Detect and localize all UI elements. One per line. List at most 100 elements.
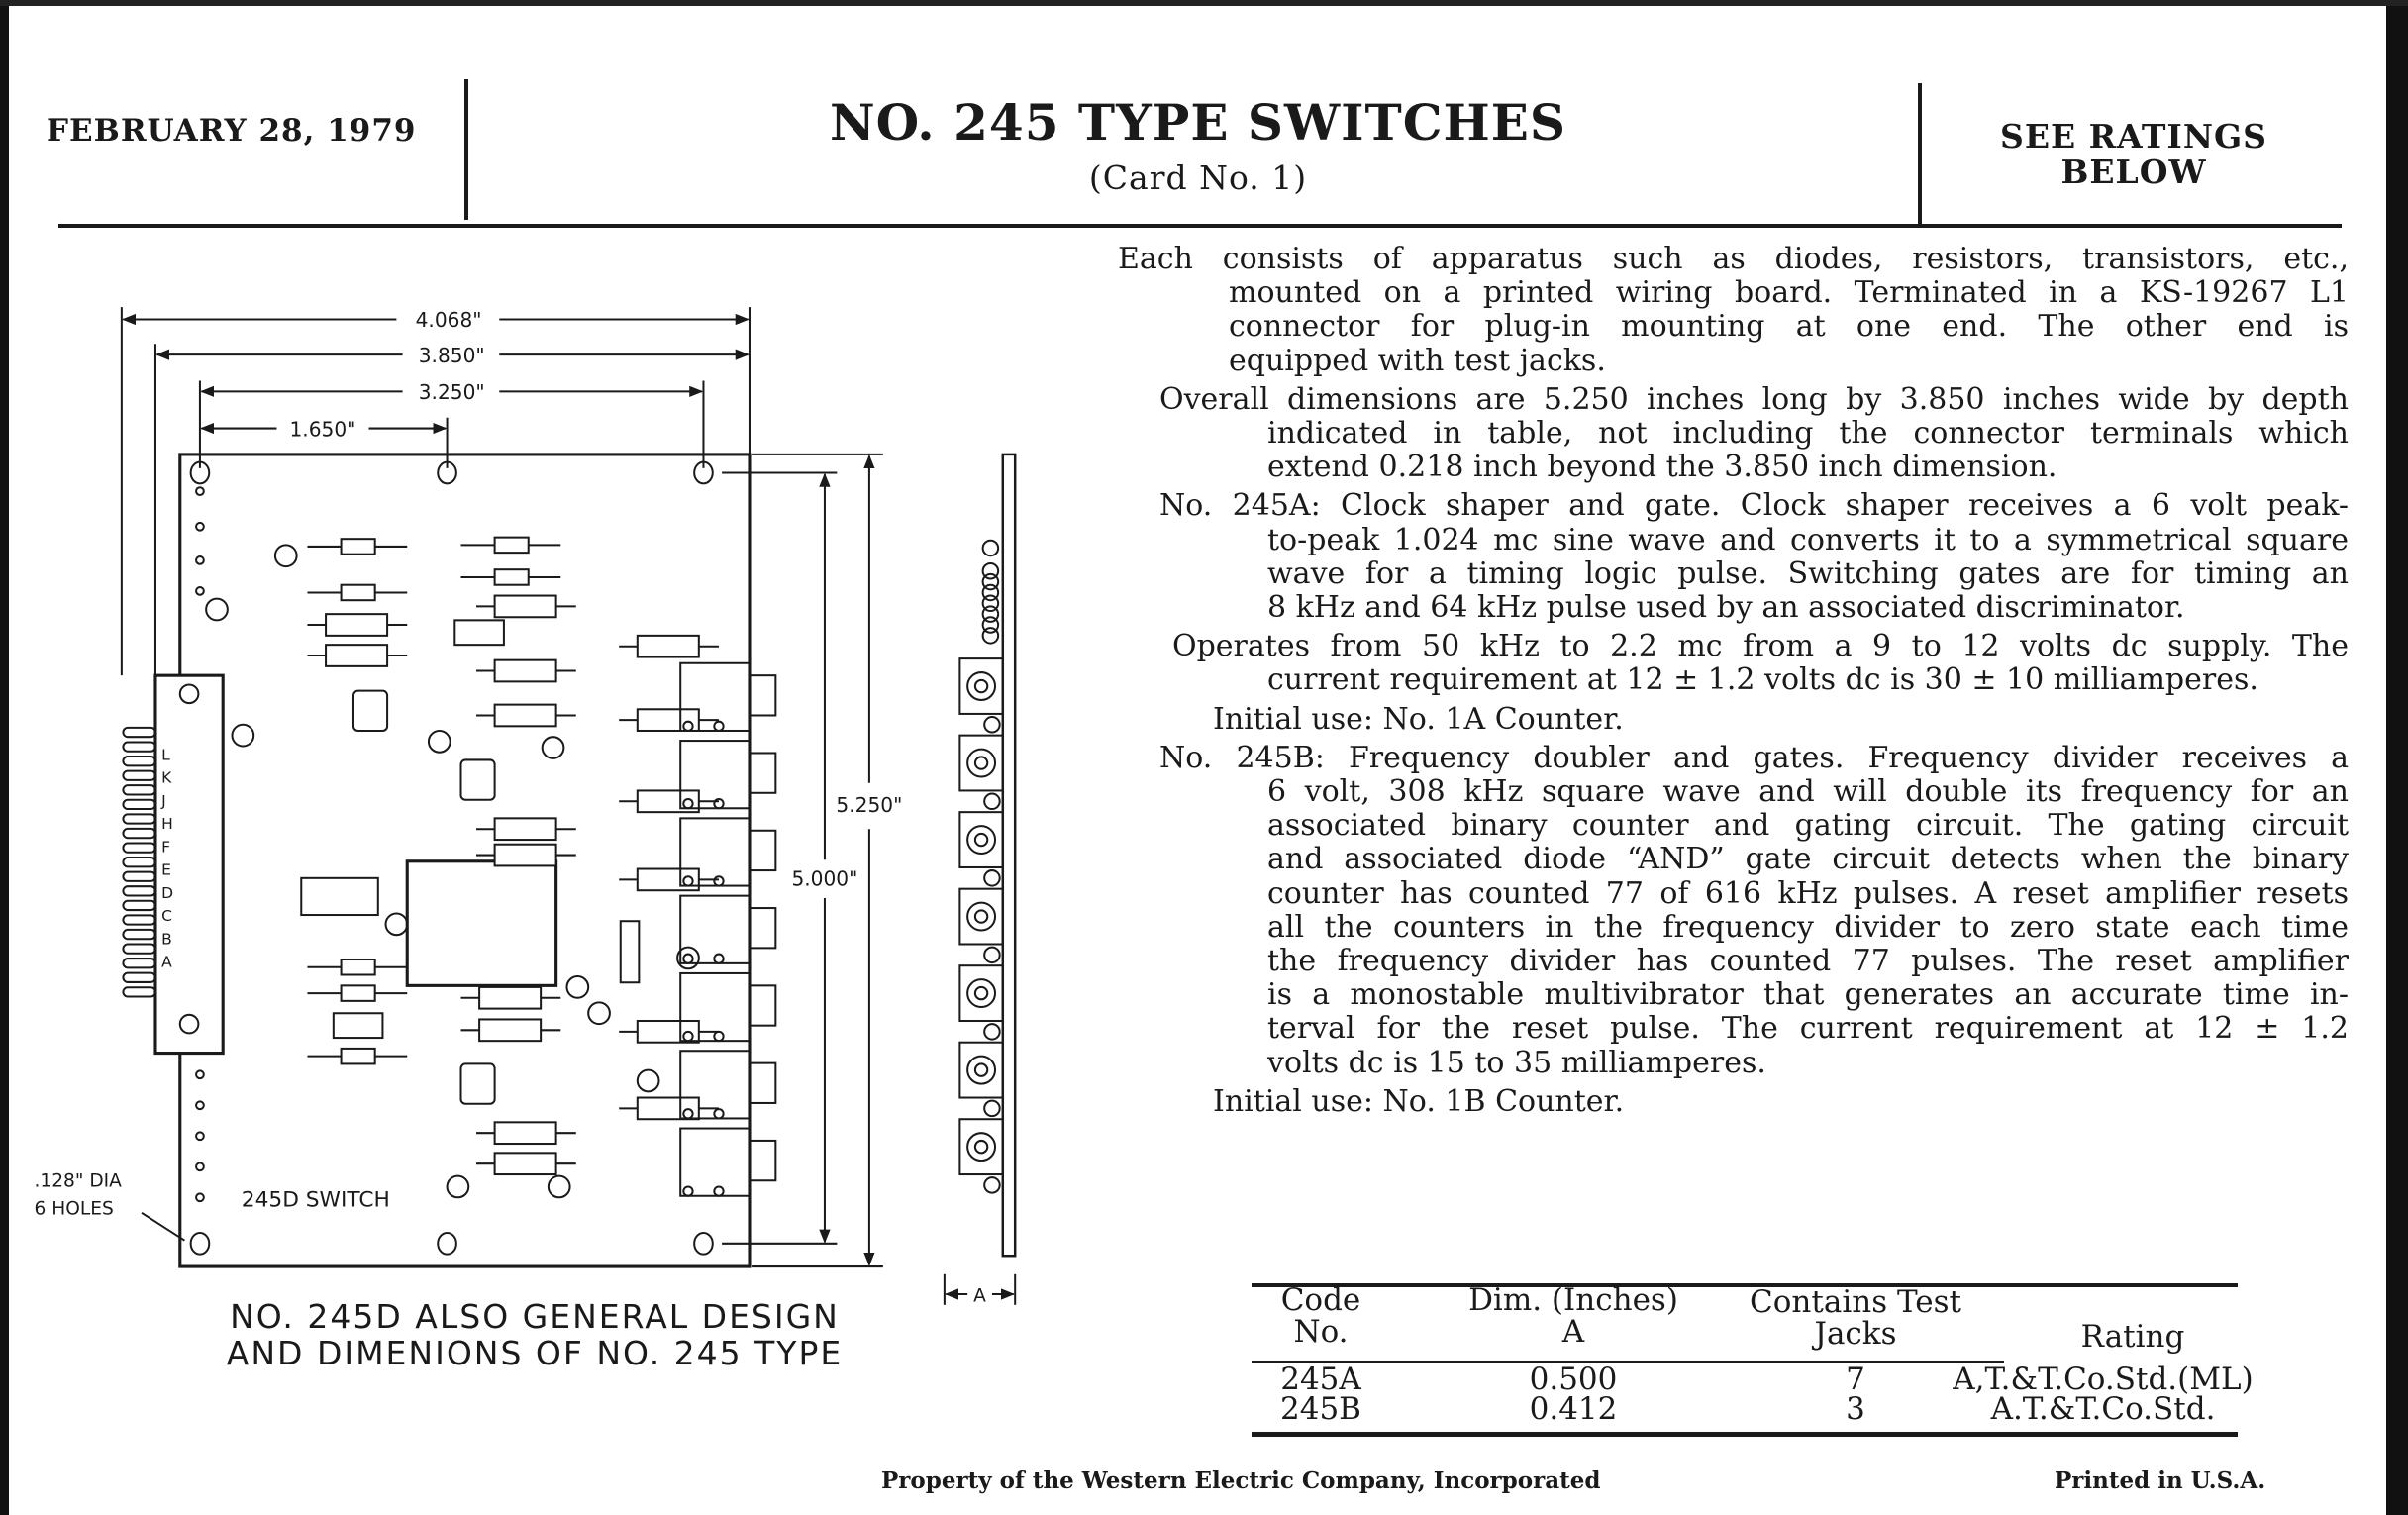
jack-hole [682, 1030, 694, 1043]
dim-label-3250: 3.250" [419, 380, 485, 404]
header-jacks-1: Contains Test [1750, 1284, 1961, 1320]
side-jack-center [973, 985, 989, 1001]
test-point [446, 1174, 470, 1199]
text-line: Operates from 50 kHz to 2.2 mc from a 9 … [1172, 629, 2349, 664]
test-jack-tip [748, 752, 777, 794]
edge-dot [195, 586, 205, 596]
header-dim-2: A [1561, 1314, 1585, 1350]
text-line: mounted on a printed wiring board. Termi… [1229, 275, 2349, 311]
mounting-hole [693, 1231, 714, 1256]
text-line: associated binary counter and gating cir… [1267, 808, 2349, 844]
transistor [459, 758, 496, 801]
issue-date: FEBRUARY 28, 1979 [47, 113, 417, 149]
connector-pin [122, 769, 156, 781]
side-jack [958, 1118, 1004, 1176]
connector-hole-bottom [178, 1013, 200, 1035]
text-line: 8 kHz and 64 kHz pulse used by an associ… [1267, 590, 2185, 626]
paragraph-general: Each consists of apparatus such as diode… [1118, 242, 2349, 378]
side-jack-center [973, 909, 989, 924]
test-jack-tip [748, 1139, 777, 1182]
side-component [981, 561, 1000, 580]
text-line: is a monostable multivibrator that gener… [1267, 977, 2349, 1013]
mounting-hole [189, 460, 211, 485]
scan-edge-right [2386, 0, 2408, 1515]
pin-letter: B [161, 930, 172, 948]
test-point [565, 975, 590, 999]
resistor [619, 920, 641, 984]
ratings-line-2: BELOW [2060, 152, 2207, 191]
side-jack [958, 811, 1004, 868]
edge-contact-dots [195, 486, 205, 1203]
test-jacks [679, 661, 777, 1197]
text-line: and associated diode “AND” gate circuit … [1267, 842, 2349, 877]
test-point [547, 1174, 571, 1199]
paragraph-245b-initial-use: Initial use: No. 1B Counter. [1118, 1084, 2349, 1119]
test-jack-tip [748, 674, 777, 717]
jack-hole [682, 1108, 694, 1120]
cell-dim: 0.500 [1529, 1362, 1618, 1397]
table-header-rule [1252, 1361, 2004, 1363]
side-component [981, 605, 1000, 623]
resistor [478, 985, 543, 1010]
connector-pins [122, 726, 156, 998]
side-jack [958, 887, 1004, 946]
paragraph-dimensions: Overall dimensions are 5.250 inches long… [1118, 382, 2349, 485]
side-jack [958, 657, 1004, 715]
pin-letter: F [161, 838, 170, 856]
jack-hole [682, 875, 694, 887]
side-jack-center [973, 1062, 989, 1077]
test-jack-tip [748, 984, 777, 1027]
resistor [636, 708, 700, 732]
jack-hole [682, 953, 694, 964]
test-jack-tip [748, 1061, 777, 1104]
jack-hole [713, 720, 725, 732]
resistor [325, 644, 389, 667]
side-jack [958, 734, 1004, 792]
text-line: volts dc is 15 to 35 milliamperes. [1267, 1045, 1766, 1080]
edge-dot [195, 1162, 205, 1172]
test-jack-tip [748, 907, 777, 950]
header-code-2: No. [1293, 1314, 1349, 1350]
edge-dot [195, 1192, 205, 1203]
text-line: the frequency divider has counted 77 pul… [1267, 944, 2349, 979]
connector-pin [122, 958, 156, 969]
pin-letter: L [161, 746, 170, 763]
side-jack-center [973, 832, 989, 848]
dim-label-5250: 5.250" [836, 793, 902, 817]
dim-label-4068: 4.068" [416, 308, 482, 332]
connector-pin [122, 857, 156, 868]
jack-hole [713, 1030, 725, 1043]
text-line: Initial use: No. 1A Counter. [1213, 701, 1624, 737]
side-jack [958, 964, 1004, 1023]
header-jacks-2: Jacks [1814, 1316, 1897, 1352]
mounting-hole [693, 460, 714, 485]
test-point [273, 544, 298, 568]
side-jack-center [973, 678, 989, 694]
cell-dim: 0.412 [1529, 1391, 1618, 1427]
test-point [231, 723, 255, 748]
resistor [493, 658, 557, 683]
footer-property: Property of the Western Electric Company… [881, 1467, 1601, 1494]
test-point [676, 946, 700, 970]
jack-hole [682, 797, 694, 810]
diode [340, 538, 376, 556]
side-view-board [1001, 453, 1017, 1258]
board-label: 245D SWITCH [242, 1188, 390, 1213]
edge-dot [195, 1069, 205, 1080]
dim-label-3850: 3.850" [419, 344, 485, 367]
text-line: counter has counted 77 of 616 kHz pulses… [1267, 875, 2349, 911]
jack-hole [713, 1108, 725, 1120]
cell-code: 245A [1280, 1362, 1361, 1397]
dim-label-5000: 5.000" [791, 867, 857, 891]
resistor [493, 843, 557, 867]
drawing-caption-line-1: NO. 245D ALSO GENERAL DESIGN [230, 1297, 840, 1336]
jack-hole [682, 1185, 694, 1197]
diode [493, 536, 530, 555]
side-jack-ring [966, 671, 997, 701]
header-code-1: Code [1280, 1282, 1361, 1318]
text-line: current requirement at 12 ± 1.2 volts dc… [1267, 662, 2258, 698]
connector-pin [122, 726, 156, 739]
header-divider-left [464, 79, 468, 220]
cell-rating: A,T.&T.Co.Std.(ML) [1953, 1362, 2254, 1397]
